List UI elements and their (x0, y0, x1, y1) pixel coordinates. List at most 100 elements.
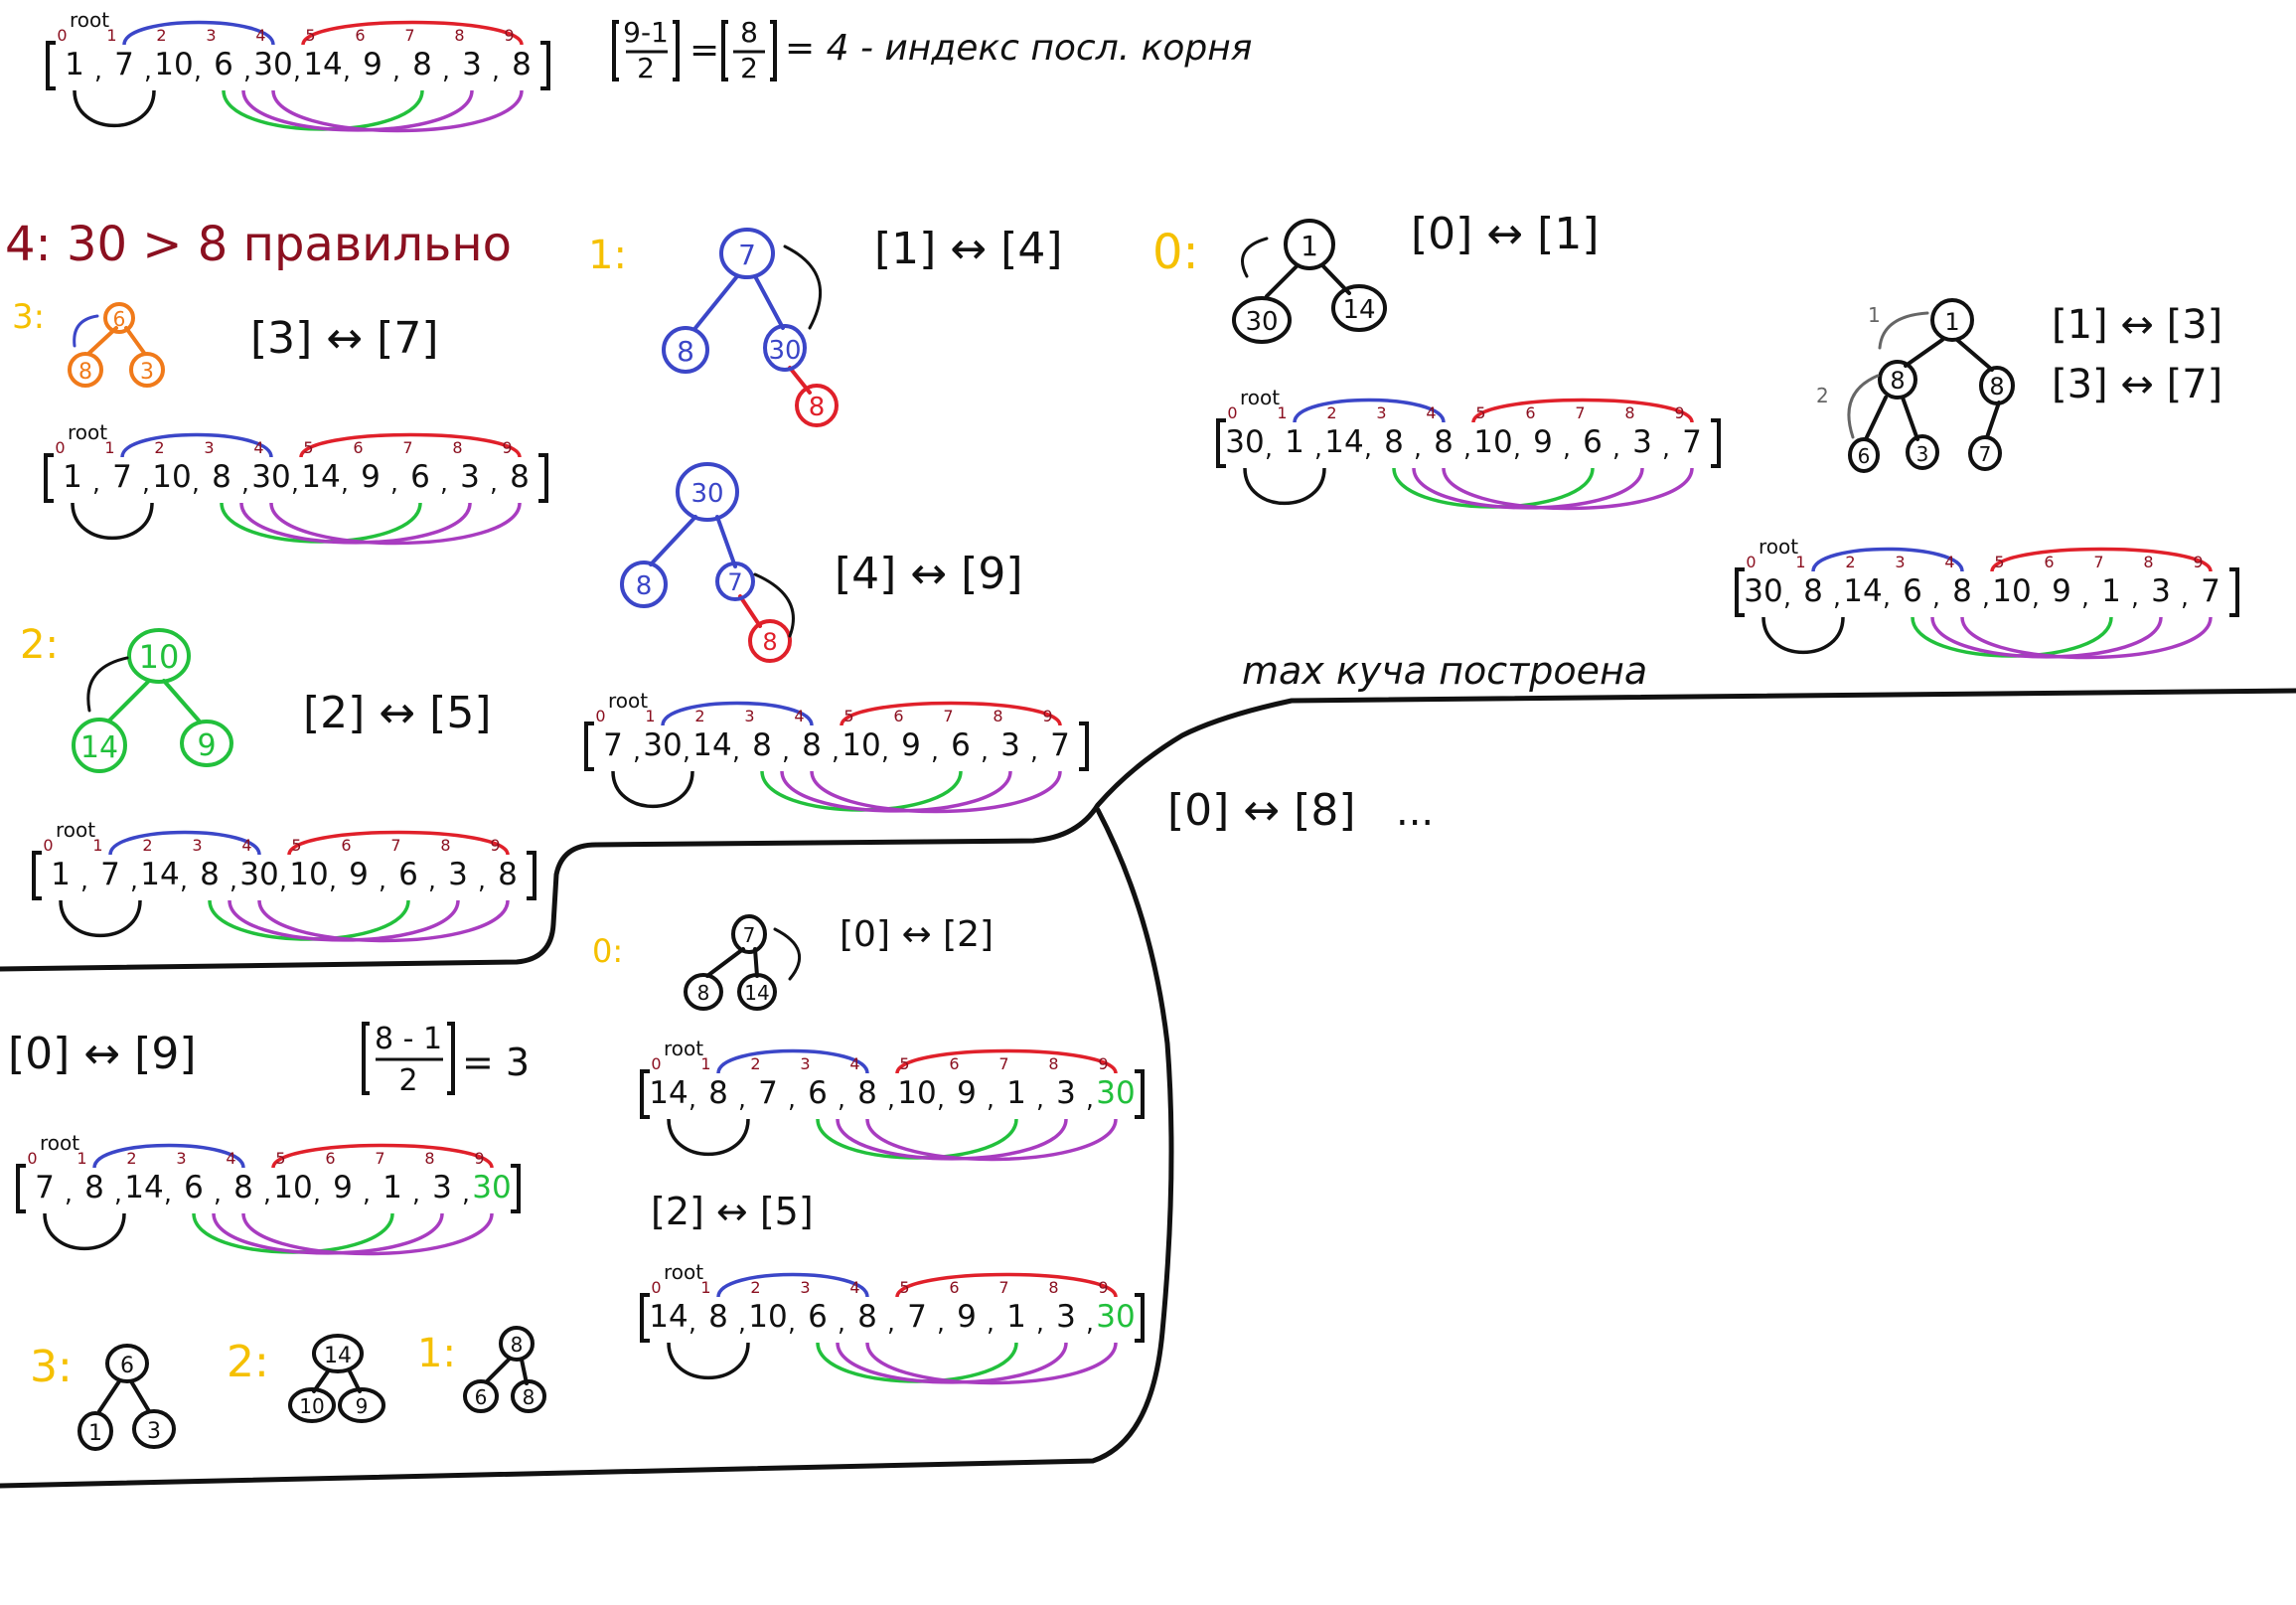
array-value: 8 (498, 857, 518, 892)
index-label: 8 (440, 836, 450, 855)
index-label: 3 (206, 26, 216, 45)
comma: , (832, 736, 840, 765)
child-arc (865, 1118, 1118, 1162)
index-label: 0 (55, 438, 65, 457)
swap-0-1: [0] ↔ [1] (1411, 209, 1600, 259)
formula-den: 2 (637, 52, 655, 84)
child-arc (1243, 467, 1326, 506)
index-label: 1 (700, 1054, 710, 1073)
comma: , (230, 866, 237, 894)
svg-text:8: 8 (809, 393, 826, 422)
comma: , (92, 468, 100, 497)
array-value: 8 (510, 459, 530, 495)
comma: , (732, 736, 740, 765)
comma: , (1662, 433, 1670, 462)
array-value: 8 (802, 727, 822, 763)
array-value: 1 (1285, 424, 1304, 460)
child-arc (73, 89, 156, 128)
index-label: 2 (694, 707, 704, 725)
step-label-1: 1: (588, 233, 627, 278)
index-label: 0 (595, 707, 605, 725)
array-value: 8 (752, 727, 772, 763)
index-label: 1 (1795, 553, 1805, 571)
index-label: 3 (800, 1054, 810, 1073)
divider-line-lower (0, 688, 2296, 972)
array-value: 8 (1434, 424, 1454, 460)
index-label: 8 (993, 707, 1002, 725)
index-label: 5 (899, 1054, 909, 1073)
svg-text:1: 1 (1944, 308, 1959, 336)
array-value: 30 (251, 459, 290, 495)
bracket-left (1735, 567, 1745, 617)
comma: , (440, 468, 448, 497)
tree-blue-1: 7 8 30 8 (662, 228, 839, 427)
array-value: 10 (842, 727, 880, 763)
comma: , (931, 736, 939, 765)
step-label-3: 3: (12, 297, 45, 337)
index-label: 6 (949, 1054, 959, 1073)
child-arc (865, 1342, 1118, 1385)
ellipsis: ... (1396, 789, 1434, 835)
array-value: 7 (114, 47, 134, 82)
array-value: 14 (692, 727, 731, 763)
index-label: 0 (1746, 553, 1756, 571)
array-value: 6 (214, 47, 233, 82)
svg-text:10: 10 (139, 638, 180, 676)
swap-4-9: [4] ↔ [9] (835, 549, 1023, 599)
comma: , (887, 1308, 895, 1337)
bracket-right (2229, 567, 2239, 617)
array-value: 30 (1096, 1075, 1135, 1111)
child-arc (667, 1342, 750, 1380)
index-label: 7 (404, 26, 414, 45)
index-label: 1 (104, 438, 114, 457)
comma: , (164, 1179, 172, 1207)
child-arc (1293, 398, 1446, 423)
svg-text:8: 8 (697, 981, 710, 1005)
child-arc (59, 899, 142, 938)
step-label-b3: 3: (30, 1342, 73, 1392)
child-arc (257, 899, 510, 943)
index-label: 2 (1845, 553, 1855, 571)
index-label: 8 (424, 1149, 434, 1168)
array-value: 8 (1803, 573, 1823, 609)
root-label: root (56, 818, 95, 842)
array-value: 14 (649, 1075, 688, 1111)
array-value: 9 (1533, 424, 1553, 460)
comma: , (379, 866, 386, 894)
comma: , (279, 866, 287, 894)
child-arc (895, 1048, 1118, 1074)
comma: , (1612, 433, 1620, 462)
array-value: 30 (643, 727, 682, 763)
index-label: 4 (794, 707, 804, 725)
comma: , (987, 1308, 995, 1337)
array-value: 7 (112, 459, 132, 495)
array-value: 7 (100, 857, 120, 892)
index-label: 8 (454, 26, 464, 45)
array-value: 3 (1056, 1075, 1076, 1111)
comma: , (490, 468, 498, 497)
child-arc (1471, 398, 1694, 423)
index-label: 4 (1426, 403, 1436, 422)
comma: , (390, 468, 398, 497)
comma: , (1932, 582, 1940, 611)
root-label: root (608, 689, 648, 713)
svg-text:2: 2 (398, 1063, 417, 1098)
comma: , (412, 1179, 420, 1207)
svg-text:1: 1 (1868, 303, 1881, 327)
child-arc (108, 830, 261, 856)
array-value: 7 (35, 1170, 55, 1205)
index-label: 7 (390, 836, 400, 855)
child-arc (241, 1212, 494, 1256)
bracket-right (538, 453, 548, 503)
svg-text:7: 7 (743, 923, 756, 947)
svg-text:1: 1 (88, 1421, 102, 1446)
svg-text:14: 14 (1342, 295, 1375, 325)
array-value: 6 (808, 1075, 828, 1111)
index-label: 9 (504, 26, 514, 45)
step-label-0: 0: (1152, 225, 1199, 280)
comma: , (291, 468, 299, 497)
tree-blue-2: 30 8 7 8 (620, 462, 795, 663)
array-value: 3 (460, 459, 480, 495)
